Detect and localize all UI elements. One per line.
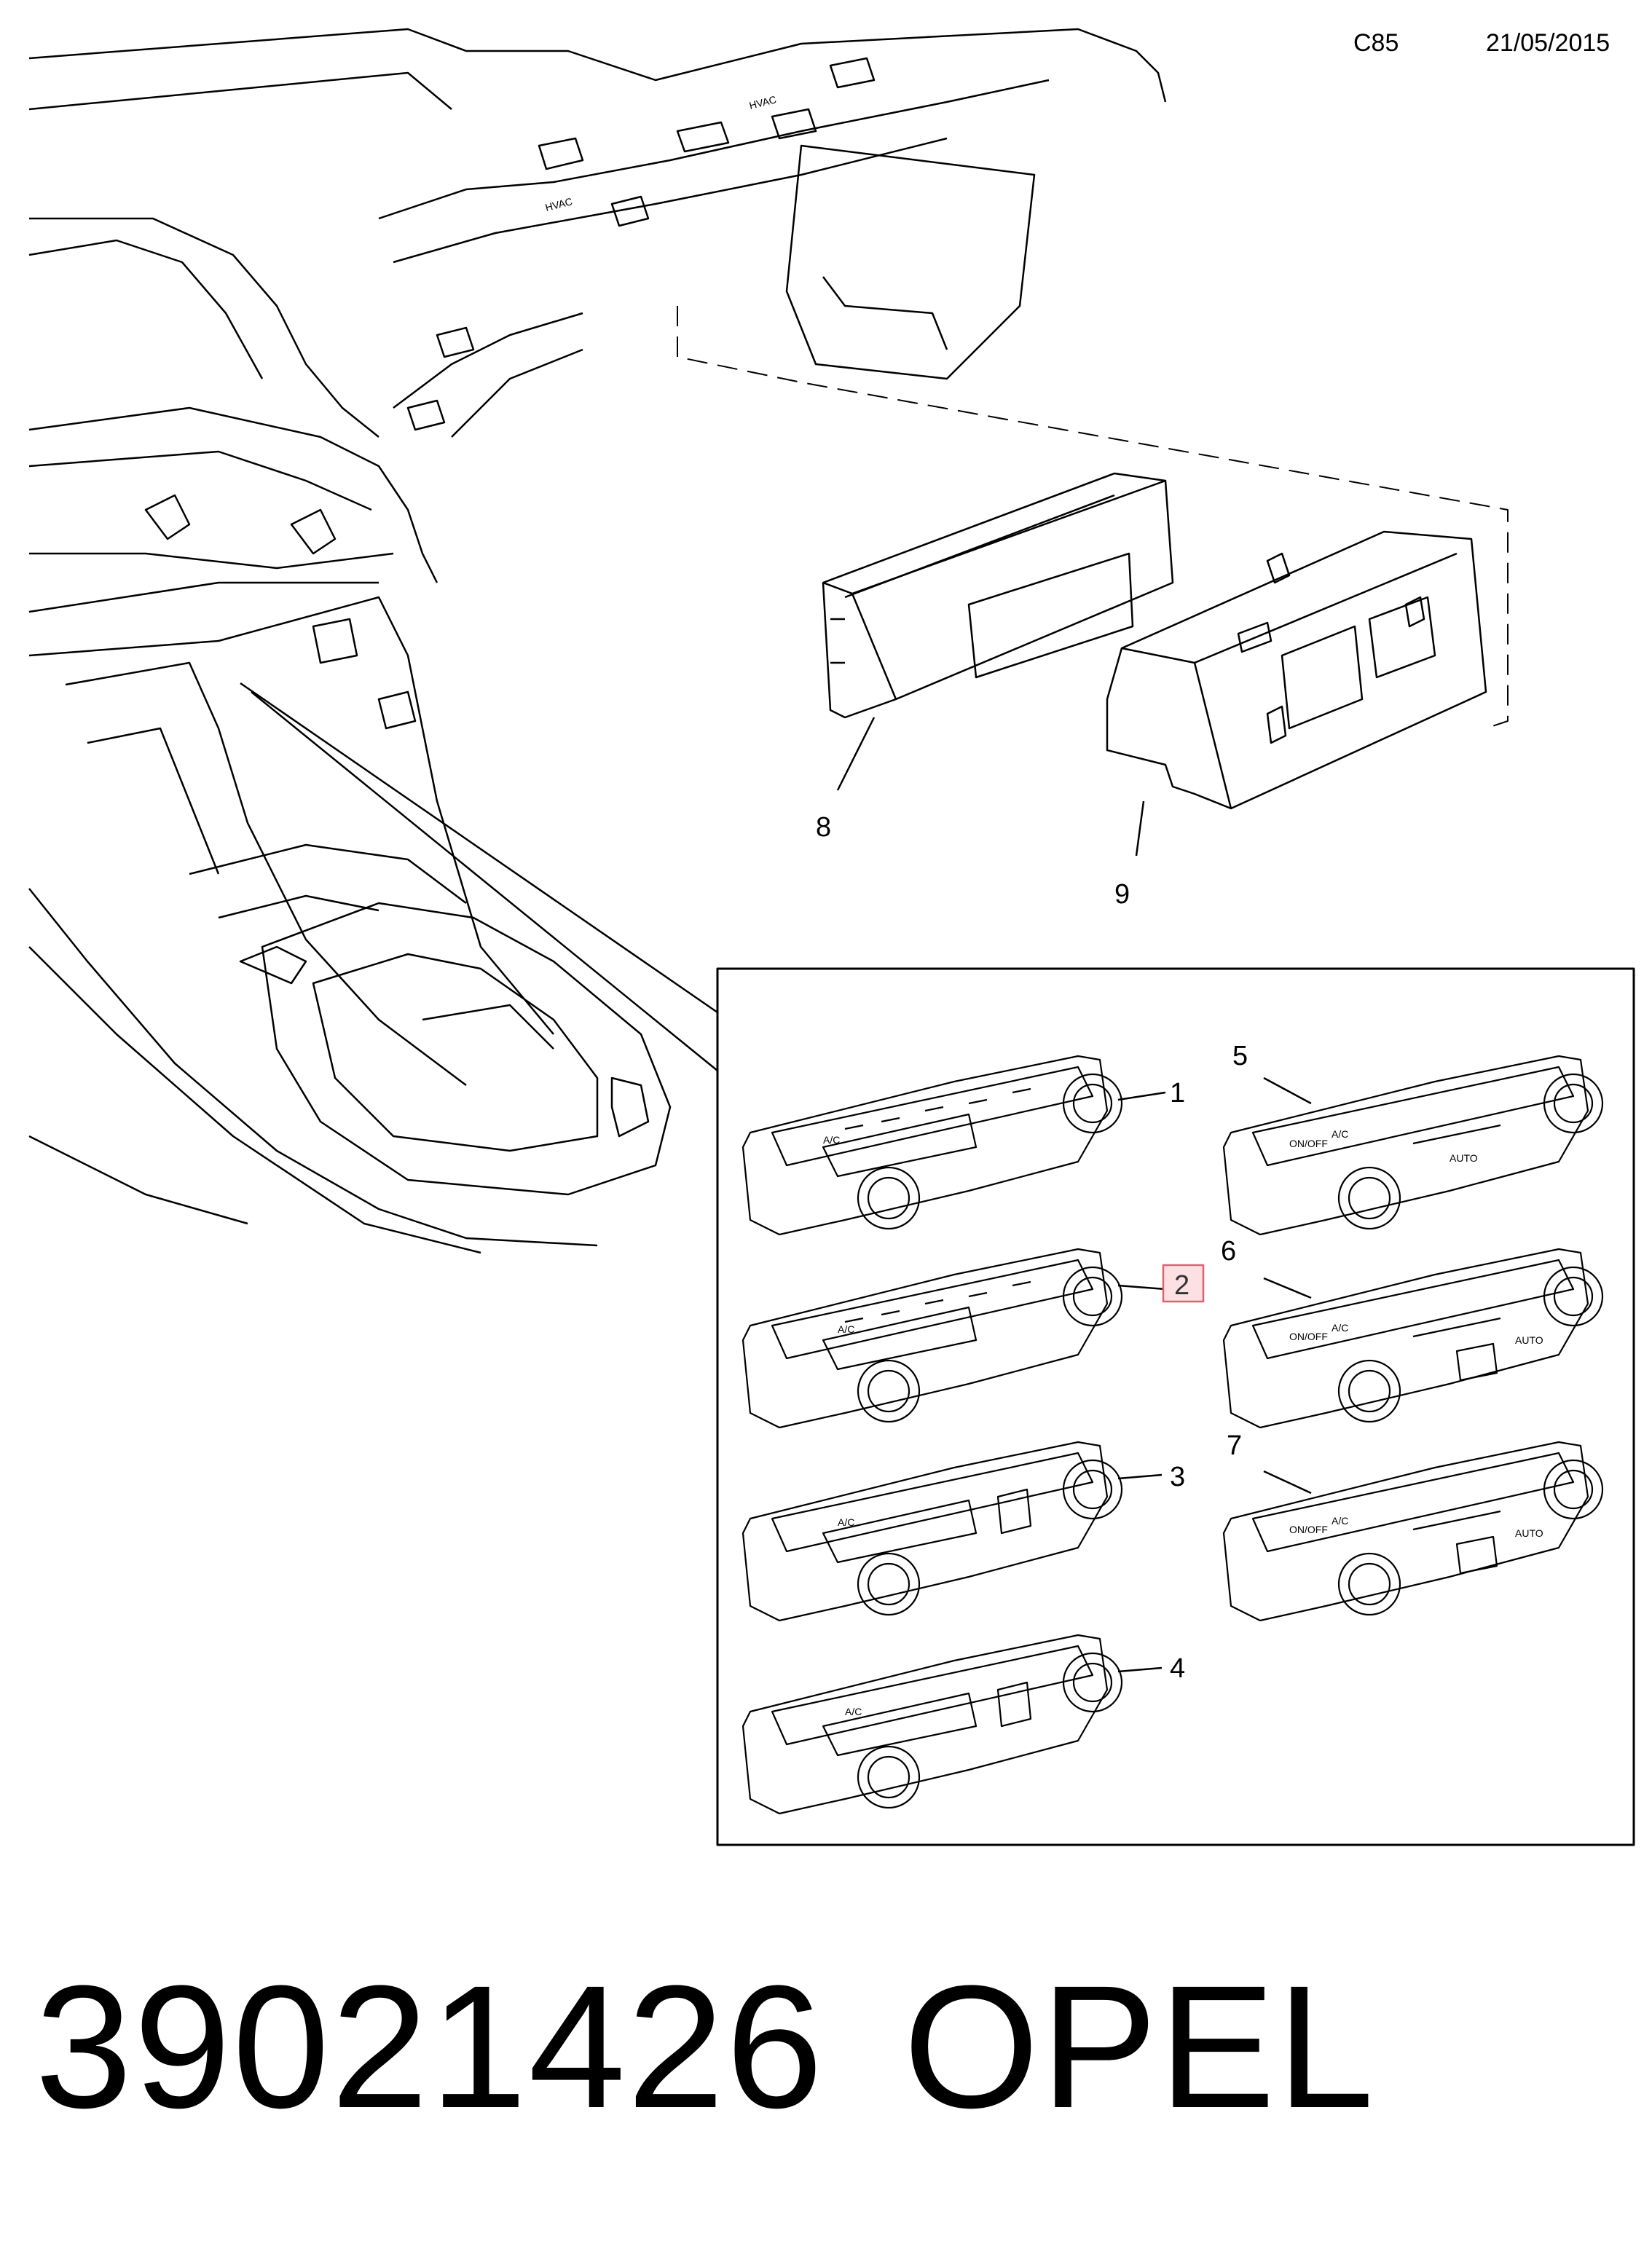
panel-auto-label-5: AUTO (1450, 1152, 1478, 1164)
control-panel-4 (742, 1634, 1123, 1815)
leader-line-5 (1263, 1076, 1312, 1105)
leader-line-6 (1263, 1277, 1312, 1299)
panel-onoff-label-7: ON/OFF (1289, 1524, 1328, 1535)
panel-auto-label-7: AUTO (1515, 1527, 1543, 1539)
part-number: 39021426 (35, 1949, 825, 2144)
callout-2: 2 (1174, 1270, 1189, 1301)
dash-hvac-label: HVAC (748, 93, 778, 111)
dashboard-console-drawing (28, 28, 1167, 1254)
control-panel-2 (742, 1248, 1123, 1429)
display-module-item-8 (822, 472, 1174, 719)
selected-part-highlight (1162, 1264, 1205, 1303)
diagram-code: C85 (1353, 29, 1399, 57)
panel-ac-label-4: A/C (845, 1706, 862, 1717)
panel-onoff-label-6: ON/OFF (1289, 1331, 1328, 1342)
callout-6: 6 (1221, 1236, 1236, 1267)
callout-4: 4 (1170, 1653, 1185, 1684)
panel-ac-label-7: A/C (1332, 1515, 1348, 1527)
leader-line-1 (1117, 1091, 1166, 1101)
callout-5: 5 (1232, 1041, 1248, 1071)
callout-1: 1 (1170, 1078, 1185, 1109)
control-panel-1 (742, 1055, 1123, 1236)
leader-line-7 (1263, 1470, 1312, 1495)
leader-line-2 (1117, 1284, 1166, 1291)
control-panel-3 (742, 1441, 1123, 1622)
panel-ac-label-6: A/C (1332, 1322, 1348, 1334)
brand-name: OPEL (903, 1949, 1376, 2144)
callout-9: 9 (1114, 879, 1130, 910)
callout-8: 8 (816, 812, 831, 843)
detail-leader-line-lower (251, 691, 718, 1071)
diagram-date: 21/05/2015 (1486, 29, 1610, 57)
panel-ac-label-5: A/C (1332, 1128, 1348, 1140)
leader-line-9 (1135, 800, 1145, 857)
leader-line-8 (836, 717, 876, 791)
detail-leader-line-upper (240, 682, 718, 1014)
panel-onoff-label-5: ON/OFF (1289, 1138, 1328, 1149)
panel-auto-label-6: AUTO (1515, 1334, 1543, 1346)
dashed-leader-lines (677, 306, 1509, 729)
parts-diagram: A/C A/C A/C A/C ON/OFF A/C AUTO ON/OFF A… (28, 28, 1635, 1846)
dash-hvac-label-2: HVAC (544, 195, 574, 213)
callout-3: 3 (1170, 1462, 1185, 1492)
control-panel-7 (1222, 1441, 1604, 1622)
control-panel-5 (1222, 1055, 1604, 1236)
control-panel-6 (1222, 1248, 1604, 1429)
inset-frame (716, 967, 1635, 1846)
panel-ac-label-2: A/C (838, 1323, 854, 1335)
callout-7: 7 (1227, 1430, 1242, 1461)
leader-line-3 (1117, 1473, 1163, 1480)
panel-ac-label-3: A/C (838, 1516, 854, 1528)
leader-line-4 (1117, 1666, 1163, 1673)
panel-ac-label: A/C (823, 1134, 840, 1146)
bracket-item-9 (1106, 530, 1487, 810)
